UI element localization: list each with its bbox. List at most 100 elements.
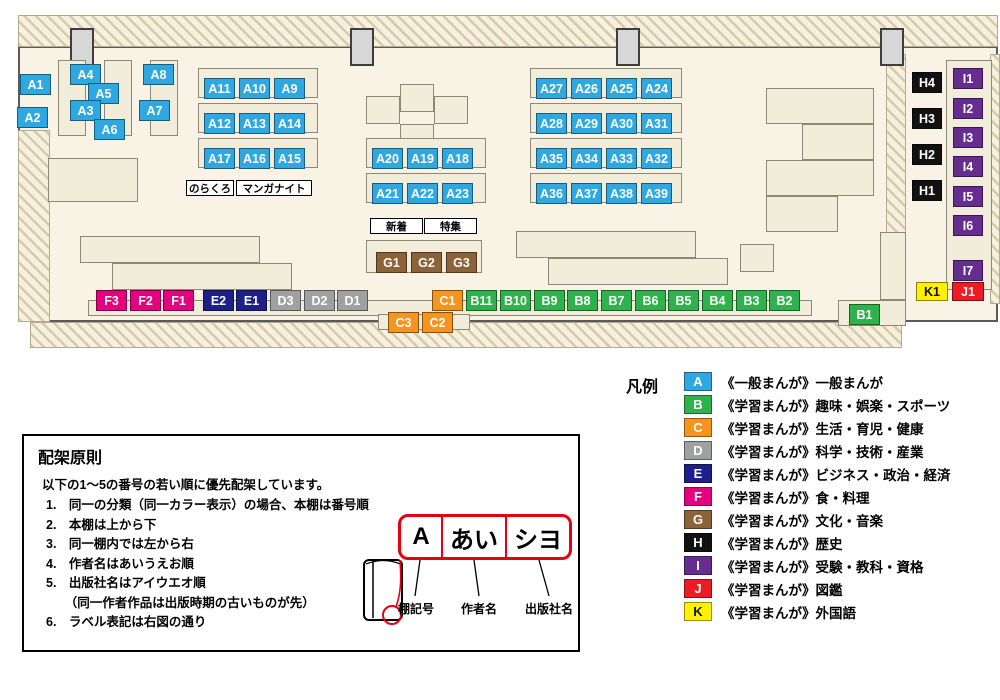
shelf-label-A39: A39 [641, 183, 672, 204]
shelf-label-I5: I5 [953, 186, 983, 207]
shelf-label-E1: E1 [236, 290, 267, 311]
shelf-label-B3: B3 [736, 290, 767, 311]
bookshelf-21 [548, 258, 728, 285]
shelf-label-A35: A35 [536, 148, 567, 169]
legend-chip-B: B [684, 395, 712, 414]
shelf-label-A30: A30 [606, 113, 637, 134]
shelf-label-B7: B7 [601, 290, 632, 311]
shelf-label-A17: A17 [204, 148, 235, 169]
shelf-label-B2: B2 [769, 290, 800, 311]
shelf-label-A16: A16 [239, 148, 270, 169]
bookshelf-24 [802, 124, 874, 160]
shelf-label-A13: A13 [239, 113, 270, 134]
shelf-label-I2: I2 [953, 98, 983, 119]
callout-publisher-name: 出版社名 [524, 602, 573, 616]
shelf-label-G1: G1 [376, 252, 407, 273]
shelf-label-A36: A36 [536, 183, 567, 204]
legend-row-H: H《学習まんが》歴史 [684, 533, 951, 552]
shelf-label-J1: J1 [952, 282, 984, 301]
legend-label-G: 《学習まんが》文化・音楽 [721, 513, 883, 529]
shelf-label-G3: G3 [446, 252, 477, 273]
legend-row-A: A《一般まんが》一般まんが [684, 372, 951, 391]
legend-label-K: 《学習まんが》外国語 [721, 605, 856, 621]
bookshelf-9 [434, 96, 468, 124]
legend-chip-I: I [684, 556, 712, 575]
shelf-label-H2: H2 [912, 144, 942, 165]
shelf-label-G2: G2 [411, 252, 442, 273]
shelf-label-A3: A3 [70, 100, 101, 121]
shelf-label-B6: B6 [635, 290, 666, 311]
shelf-label-F2: F2 [130, 290, 161, 311]
shelf-label-A21: A21 [372, 183, 403, 204]
legend-chip-A: A [684, 372, 712, 391]
legend-row-K: K 《学習まんが》外国語 [684, 602, 951, 621]
shelf-label-F1: F1 [163, 290, 194, 311]
legend-row-B: B 《学習まんが》趣味・娯楽・スポーツ [684, 395, 951, 414]
pillar-2 [616, 28, 640, 66]
legend-chip-J: J [684, 579, 712, 598]
bookshelf-7 [366, 96, 400, 124]
rule-item-6: 6. ラベル表記は右図の通り [46, 615, 207, 629]
rule-item-3: 4. 作者名はあいうえお順 [46, 556, 194, 571]
shelf-label-A27: A27 [536, 78, 567, 99]
legend-chip-K: K [684, 602, 712, 621]
rule-item-5: （同一作者作品は出版時期の古いものが先） [46, 595, 315, 610]
shelf-label-A38: A38 [606, 183, 637, 204]
legend-row-G: G《学習まんが》文化・音楽 [684, 510, 951, 529]
shelf-label-A26: A26 [571, 78, 602, 99]
shelf-label-A12: A12 [204, 113, 235, 134]
principles-title: 配架原則 [38, 450, 103, 467]
shelf-label-B9: B9 [534, 290, 565, 311]
legend-label-E: 《学習まんが》ビジネス・政治・経済 [721, 467, 951, 483]
bookshelf-27 [880, 232, 906, 300]
shelf-label-A22: A22 [407, 183, 438, 204]
shelf-label-I3: I3 [953, 127, 983, 148]
shelf-label-A10: A10 [239, 78, 270, 99]
shelf-label-F3: F3 [96, 290, 127, 311]
legend-label-H: 《学習まんが》歴史 [721, 536, 843, 552]
bookshelf-18 [80, 236, 260, 263]
shelf-label-A5: A5 [88, 83, 119, 104]
legend-row-F: F《学習まんが》食・料理 [684, 487, 951, 506]
shelf-label-A29: A29 [571, 113, 602, 134]
pillar-1 [350, 28, 374, 66]
pillar-0 [70, 28, 94, 66]
shelf-label-B4: B4 [702, 290, 733, 311]
shelf-label-H1: H1 [912, 180, 942, 201]
shelf-label-C1: C1 [432, 290, 463, 311]
callout-shelf-code: 棚記号 [397, 602, 434, 616]
shelf-label-A1: A1 [20, 74, 51, 95]
pillar-3 [880, 28, 904, 66]
shelf-label-A4: A4 [70, 64, 101, 85]
shelf-label-A19: A19 [407, 148, 438, 169]
shelf-label-I1: I1 [953, 68, 983, 89]
shelf-label-D2: D2 [304, 290, 335, 311]
rule-item-4: 5. 出版社名はアイウエオ順 [46, 576, 206, 590]
shelf-label-B11: B11 [466, 290, 497, 311]
legend-row-D: D《学習まんが》科学・技術・産業 [684, 441, 951, 460]
shelf-label-A8: A8 [143, 64, 174, 85]
bookshelf-25 [766, 160, 874, 196]
bookshelf-23 [766, 88, 874, 124]
shelf-label-C3: C3 [388, 312, 419, 333]
shelf-label-I4: I4 [953, 156, 983, 177]
legend-label-B: 《学習まんが》趣味・娯楽・スポーツ [721, 398, 951, 414]
shelf-label-A9: A9 [274, 78, 305, 99]
shelf-label-B10: B10 [500, 290, 531, 311]
shelf-label-A28: A28 [536, 113, 567, 134]
bookshelf-3 [48, 158, 138, 202]
bookshelf-20 [516, 231, 696, 258]
shelf-label-A15: A15 [274, 148, 305, 169]
shelf-label-A37: A37 [571, 183, 602, 204]
shelf-label-A11: A11 [204, 78, 235, 99]
bookshelf-26 [766, 196, 838, 232]
shelf-label-D3: D3 [270, 290, 301, 311]
sign-label-2: 新着 [370, 218, 423, 234]
legend-label-D: 《学習まんが》科学・技術・産業 [721, 444, 924, 460]
sign-label-1: マンガナイト [236, 180, 312, 196]
shelf-label-C2: C2 [422, 312, 453, 333]
wall-hatch-1 [18, 130, 50, 322]
shelf-label-K1: K1 [916, 282, 948, 301]
